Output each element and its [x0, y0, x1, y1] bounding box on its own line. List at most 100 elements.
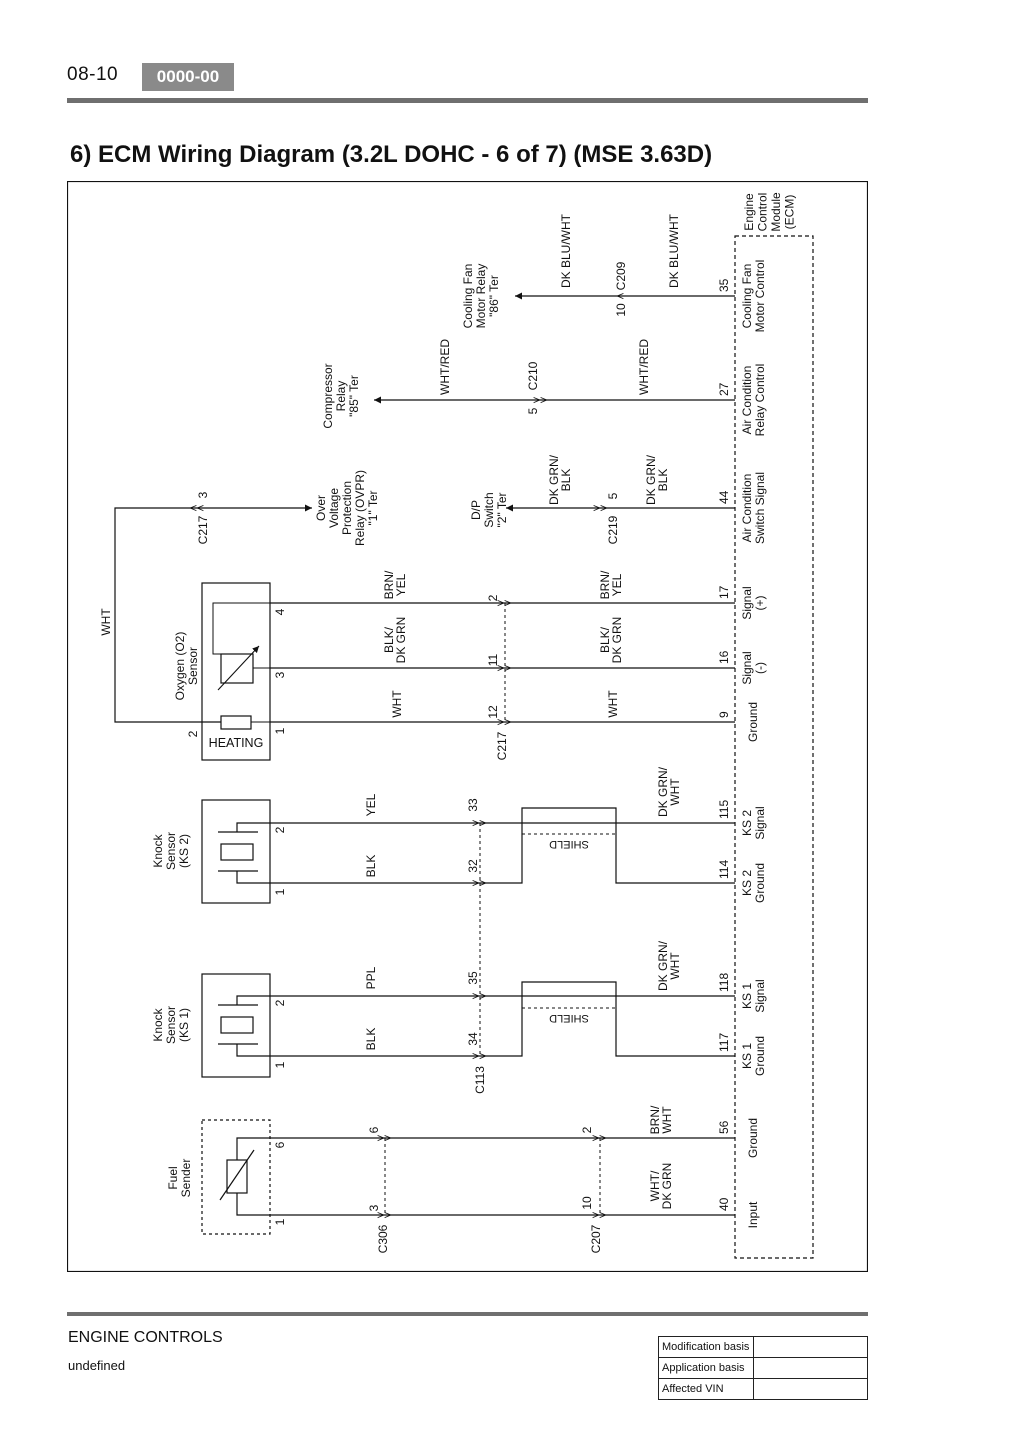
footer-rule	[67, 1312, 868, 1316]
svg-text:BRN/: BRN/	[598, 570, 612, 599]
connector-c113-label: C113	[473, 1066, 487, 1094]
svg-text:Signal: Signal	[753, 979, 767, 1012]
ks1-box	[201, 973, 271, 1078]
ecm-pin-number: 27	[717, 382, 731, 396]
o2-heating-element	[220, 715, 252, 730]
wire-label-dk-blu-wht: DK BLU/WHT	[667, 213, 681, 288]
wire-label-wht-red: WHT/RED	[637, 339, 651, 395]
connector-c209-pin: 10	[614, 303, 628, 317]
svg-text:Signal: Signal	[753, 806, 767, 839]
wire-label-dk-grn-wht: DK GRN/WHT	[656, 940, 682, 991]
o2-sensor-label: Oxygen (O2)Sensor	[173, 632, 200, 701]
wire-label-wht-red: WHT/RED	[438, 339, 452, 395]
table-value	[753, 1336, 868, 1358]
ecm-pin-number: 115	[717, 800, 731, 819]
svg-text:DK GRN/: DK GRN/	[656, 940, 670, 991]
connector-c210-pin: 5	[526, 407, 540, 414]
svg-text:Signal: Signal	[740, 586, 754, 619]
connector-c210-mark: >>	[533, 393, 547, 407]
table-label: Modification basis	[658, 1336, 754, 1358]
svg-text:Cooling Fan: Cooling Fan	[461, 264, 475, 329]
ks1-symbol	[218, 995, 270, 1057]
svg-text:YEL: YEL	[610, 573, 624, 596]
connector-c306-label: C306	[376, 1224, 390, 1253]
svg-text:WHT: WHT	[606, 690, 620, 718]
svg-text:Control: Control	[756, 193, 770, 232]
wire-label-dk-blu-wht: DK BLU/WHT	[559, 213, 573, 288]
svg-text:114: 114	[717, 860, 731, 879]
svg-text:117: 117	[717, 1033, 731, 1052]
svg-text:Fuel: Fuel	[166, 1166, 180, 1189]
svg-text:35: 35	[717, 278, 731, 292]
svg-text:10: 10	[614, 303, 628, 317]
svg-text:DK GRN/: DK GRN/	[547, 454, 561, 505]
svg-text:C210: C210	[526, 361, 540, 390]
wire-label-blk-dk-grn: BLK/DK GRN	[382, 617, 408, 664]
connector-c217-pin: 12	[486, 705, 500, 719]
svg-text:WHT: WHT	[668, 952, 682, 980]
svg-text:Voltage: Voltage	[327, 488, 341, 528]
svg-text:WHT: WHT	[99, 608, 113, 636]
svg-text:C113: C113	[473, 1066, 487, 1094]
svg-text:DK GRN: DK GRN	[610, 617, 624, 664]
svg-text:Cooling Fan: Cooling Fan	[740, 264, 754, 329]
ecm-pin-number: 35	[717, 278, 731, 292]
svg-text:2: 2	[186, 730, 200, 737]
ecm-pin-number: 118	[717, 973, 731, 992]
svg-text:Motor Relay: Motor Relay	[474, 264, 488, 329]
wire-label-blk: BLK	[364, 855, 378, 878]
svg-text:Protection: Protection	[340, 481, 354, 535]
svg-text:BRN/: BRN/	[382, 570, 396, 599]
svg-text:44: 44	[717, 490, 731, 504]
page-title: 6) ECM Wiring Diagram (3.2L DOHC - 6 of …	[70, 141, 713, 168]
svg-text:"1" Ter: "1" Ter	[366, 491, 380, 526]
svg-text:16: 16	[717, 650, 731, 664]
wire-label-wht: WHT	[390, 690, 404, 718]
svg-text:Signal: Signal	[740, 651, 754, 684]
svg-text:Relay: Relay	[334, 381, 348, 412]
svg-text:(ECM): (ECM)	[783, 195, 797, 230]
ks2-symbol	[218, 822, 270, 884]
c217-marks: >>>>>>	[497, 596, 511, 729]
svg-text:33: 33	[466, 798, 480, 812]
shield-label: SHIELD	[549, 838, 589, 850]
svg-text:10: 10	[580, 1196, 594, 1210]
footer-subtitle: undefined	[68, 1358, 126, 1373]
svg-text:Sensor: Sensor	[186, 647, 200, 685]
connector-c217-top-label: C217	[196, 515, 210, 544]
svg-text:C217: C217	[495, 731, 509, 760]
svg-text:1: 1	[273, 727, 287, 734]
ecm-pin-number: 17	[717, 585, 731, 599]
o2-pin-3: 3	[273, 671, 287, 678]
connector-c209-mark: <	[617, 289, 624, 303]
revision-info-table: Modification basis Application basis Aff…	[658, 1336, 868, 1400]
wire-label-wht-dk-grn: WHT/DK GRN	[648, 1163, 674, 1210]
svg-text:Knock: Knock	[151, 1007, 165, 1041]
connector-c306-pin: 3	[367, 1204, 381, 1211]
document-code-badge: 0000-00	[142, 63, 234, 91]
svg-text:C306: C306	[376, 1224, 390, 1253]
svg-text:Ground: Ground	[746, 702, 760, 742]
svg-text:WHT: WHT	[660, 1106, 674, 1134]
svg-text:Switch: Switch	[482, 492, 496, 527]
o2-sensor-box	[201, 582, 271, 761]
svg-text:Engine: Engine	[742, 193, 756, 231]
svg-text:115: 115	[717, 800, 731, 819]
fuel-sender-symbol	[219, 1137, 270, 1216]
ecm-pin-name: Ground	[746, 702, 760, 742]
connector-c210-label: C210	[526, 361, 540, 390]
o2-internal-pin4	[212, 602, 270, 655]
svg-text:DK BLU/WHT: DK BLU/WHT	[559, 213, 573, 288]
svg-text:Ground: Ground	[753, 1036, 767, 1076]
svg-text:KS 2: KS 2	[740, 870, 754, 896]
